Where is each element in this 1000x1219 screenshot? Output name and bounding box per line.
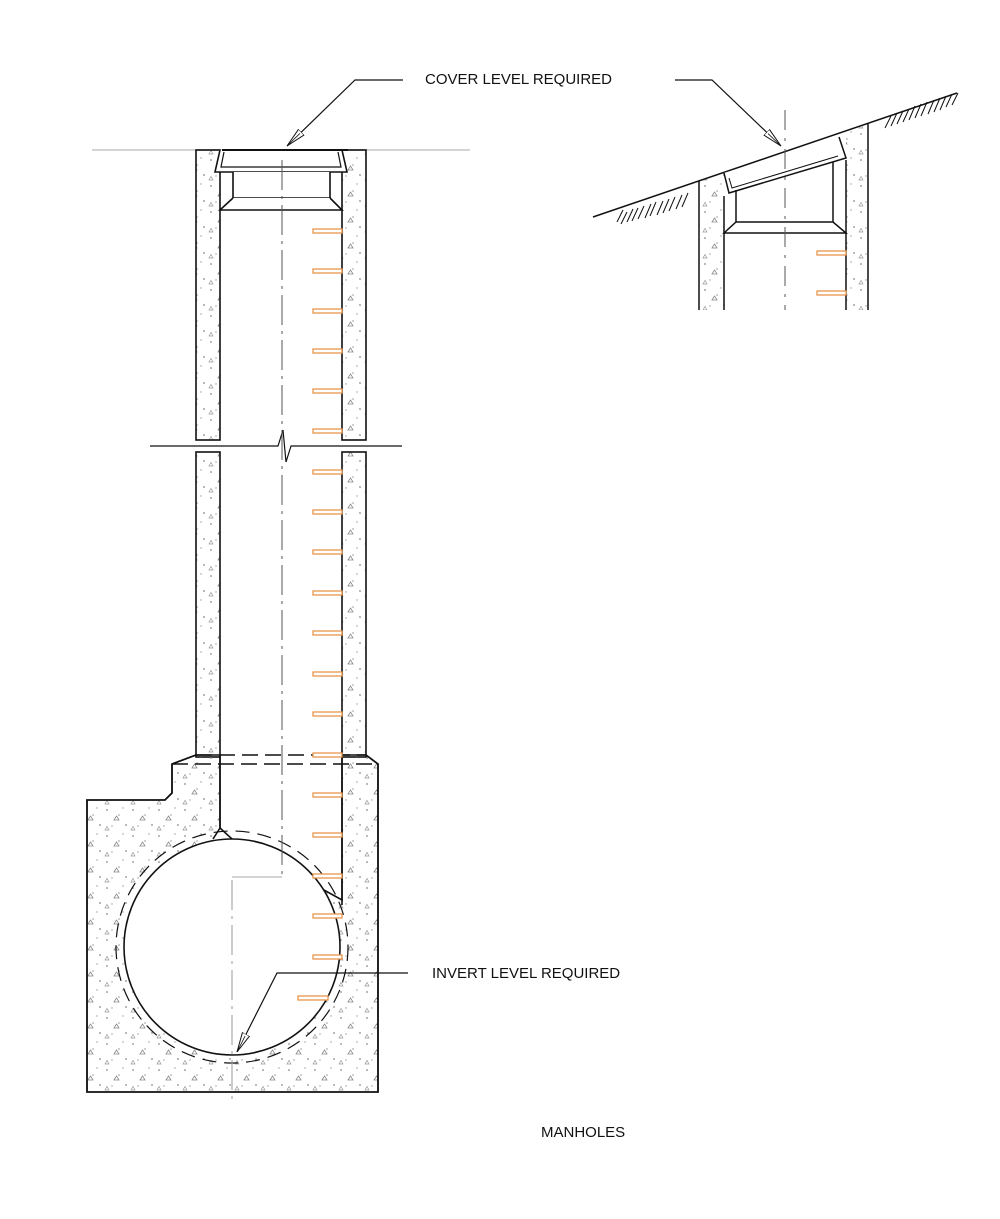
ground-hatch-left <box>616 192 689 225</box>
sloped-cover-detail <box>592 92 959 310</box>
upper-left-wall <box>195 149 221 441</box>
invert-level-leader <box>236 972 408 1052</box>
detail-cover-leader <box>675 79 782 147</box>
main-section <box>86 149 470 1100</box>
step-iron <box>312 308 343 314</box>
step-iron <box>297 995 329 1001</box>
cover-level-leader <box>286 79 403 147</box>
step-iron <box>312 671 343 677</box>
step-iron <box>312 711 343 717</box>
step-iron <box>312 590 343 596</box>
step-iron <box>312 954 343 960</box>
break-line <box>150 429 402 463</box>
step-iron <box>312 549 343 555</box>
ground-hatch-right <box>884 92 959 129</box>
step-iron <box>312 348 343 354</box>
step-iron <box>312 509 343 515</box>
cover-level-label: COVER LEVEL REQUIRED <box>425 71 612 88</box>
upper-right-wall <box>341 149 367 441</box>
step-iron <box>312 913 343 919</box>
step-iron <box>312 388 343 394</box>
cover-frame <box>213 149 349 173</box>
detail-step-irons <box>816 250 847 296</box>
step-iron <box>312 428 343 434</box>
cone <box>217 197 344 211</box>
invert-level-label: INVERT LEVEL REQUIRED <box>432 965 621 982</box>
step-irons <box>297 228 343 1001</box>
step-iron <box>816 290 847 296</box>
step-iron <box>312 792 343 798</box>
step-iron <box>312 630 343 636</box>
lower-left-wall <box>195 451 221 758</box>
step-iron <box>312 228 343 234</box>
step-iron <box>312 752 343 758</box>
detail-right-wall <box>846 123 868 310</box>
step-iron <box>816 250 847 256</box>
step-iron <box>312 873 343 879</box>
detail-left-wall <box>699 173 724 310</box>
lower-right-wall <box>341 451 367 758</box>
drawing-title: MANHOLES <box>541 1124 626 1141</box>
step-iron <box>312 268 343 274</box>
step-iron <box>312 832 343 838</box>
step-iron <box>312 469 343 475</box>
